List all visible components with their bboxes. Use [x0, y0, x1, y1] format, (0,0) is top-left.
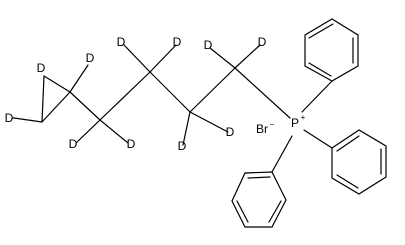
bond-c7-p — [234, 67, 291, 119]
bond-c6-c7 — [189, 67, 236, 113]
bond-cd-3a — [69, 64, 89, 93]
phenyl-ring-right — [331, 129, 387, 195]
bond-c5-c6 — [149, 71, 191, 113]
bond-p-ring-bottom — [271, 135, 293, 173]
phenyl-ring-bottom — [231, 171, 287, 228]
deuterium-label: D — [37, 61, 46, 75]
phosphorus-charge: + — [301, 113, 306, 122]
bond-cd-6a — [182, 111, 191, 146]
phosphorus-label: P — [291, 116, 299, 130]
ring-double-bond — [336, 135, 360, 152]
bond-cd-7b — [234, 44, 261, 69]
deuterium-label: D — [5, 111, 14, 125]
bond-cd-2a — [41, 75, 45, 123]
ring-outline — [331, 129, 387, 195]
bromide-charge: − — [270, 120, 275, 129]
bond-cd-5a — [123, 44, 151, 73]
bromide-label: Br — [256, 122, 268, 136]
deuterium-label: D — [178, 139, 187, 153]
alkyl-chain — [13, 67, 291, 123]
deuterium-label: D — [117, 35, 126, 49]
bond-cd-3b — [43, 75, 71, 93]
bond-c1-c2 — [13, 117, 43, 123]
ring-double-bond — [268, 200, 282, 223]
ring-double-bond — [236, 200, 249, 223]
bond-cd-6b — [189, 111, 229, 133]
ring-double-bond — [308, 62, 332, 77]
bond-c2-c3 — [41, 91, 71, 123]
phosphorus-ring-bonds — [271, 80, 333, 173]
bond-c4-c5 — [99, 71, 151, 121]
phenyl-ring-top — [304, 18, 359, 82]
deuterium-label: D — [86, 51, 95, 65]
bond-cd-4a — [75, 119, 101, 144]
deuterium-label: D — [69, 137, 78, 151]
deuterium-bonds — [11, 44, 261, 146]
ring-outline — [304, 18, 359, 82]
bond-p-ring-right — [303, 129, 333, 149]
ring-double-bond — [308, 23, 334, 39]
bond-cd-5b — [149, 44, 177, 73]
bond-c3-c4 — [69, 91, 101, 121]
deuterium-labels: D D D D D D D D D D D — [5, 35, 267, 153]
deuterium-label: D — [226, 125, 235, 139]
ring-double-bond — [247, 176, 271, 179]
bond-cd-4b — [99, 119, 129, 144]
deuterium-label: D — [258, 35, 267, 49]
deuterium-label: D — [127, 137, 136, 151]
deuterium-label: D — [204, 38, 213, 52]
ring-outline — [231, 171, 287, 228]
ring-double-bond — [336, 174, 359, 189]
deuterium-label: D — [173, 35, 182, 49]
bond-p-ring-top — [301, 80, 333, 113]
bond-cd-7a — [209, 47, 236, 69]
